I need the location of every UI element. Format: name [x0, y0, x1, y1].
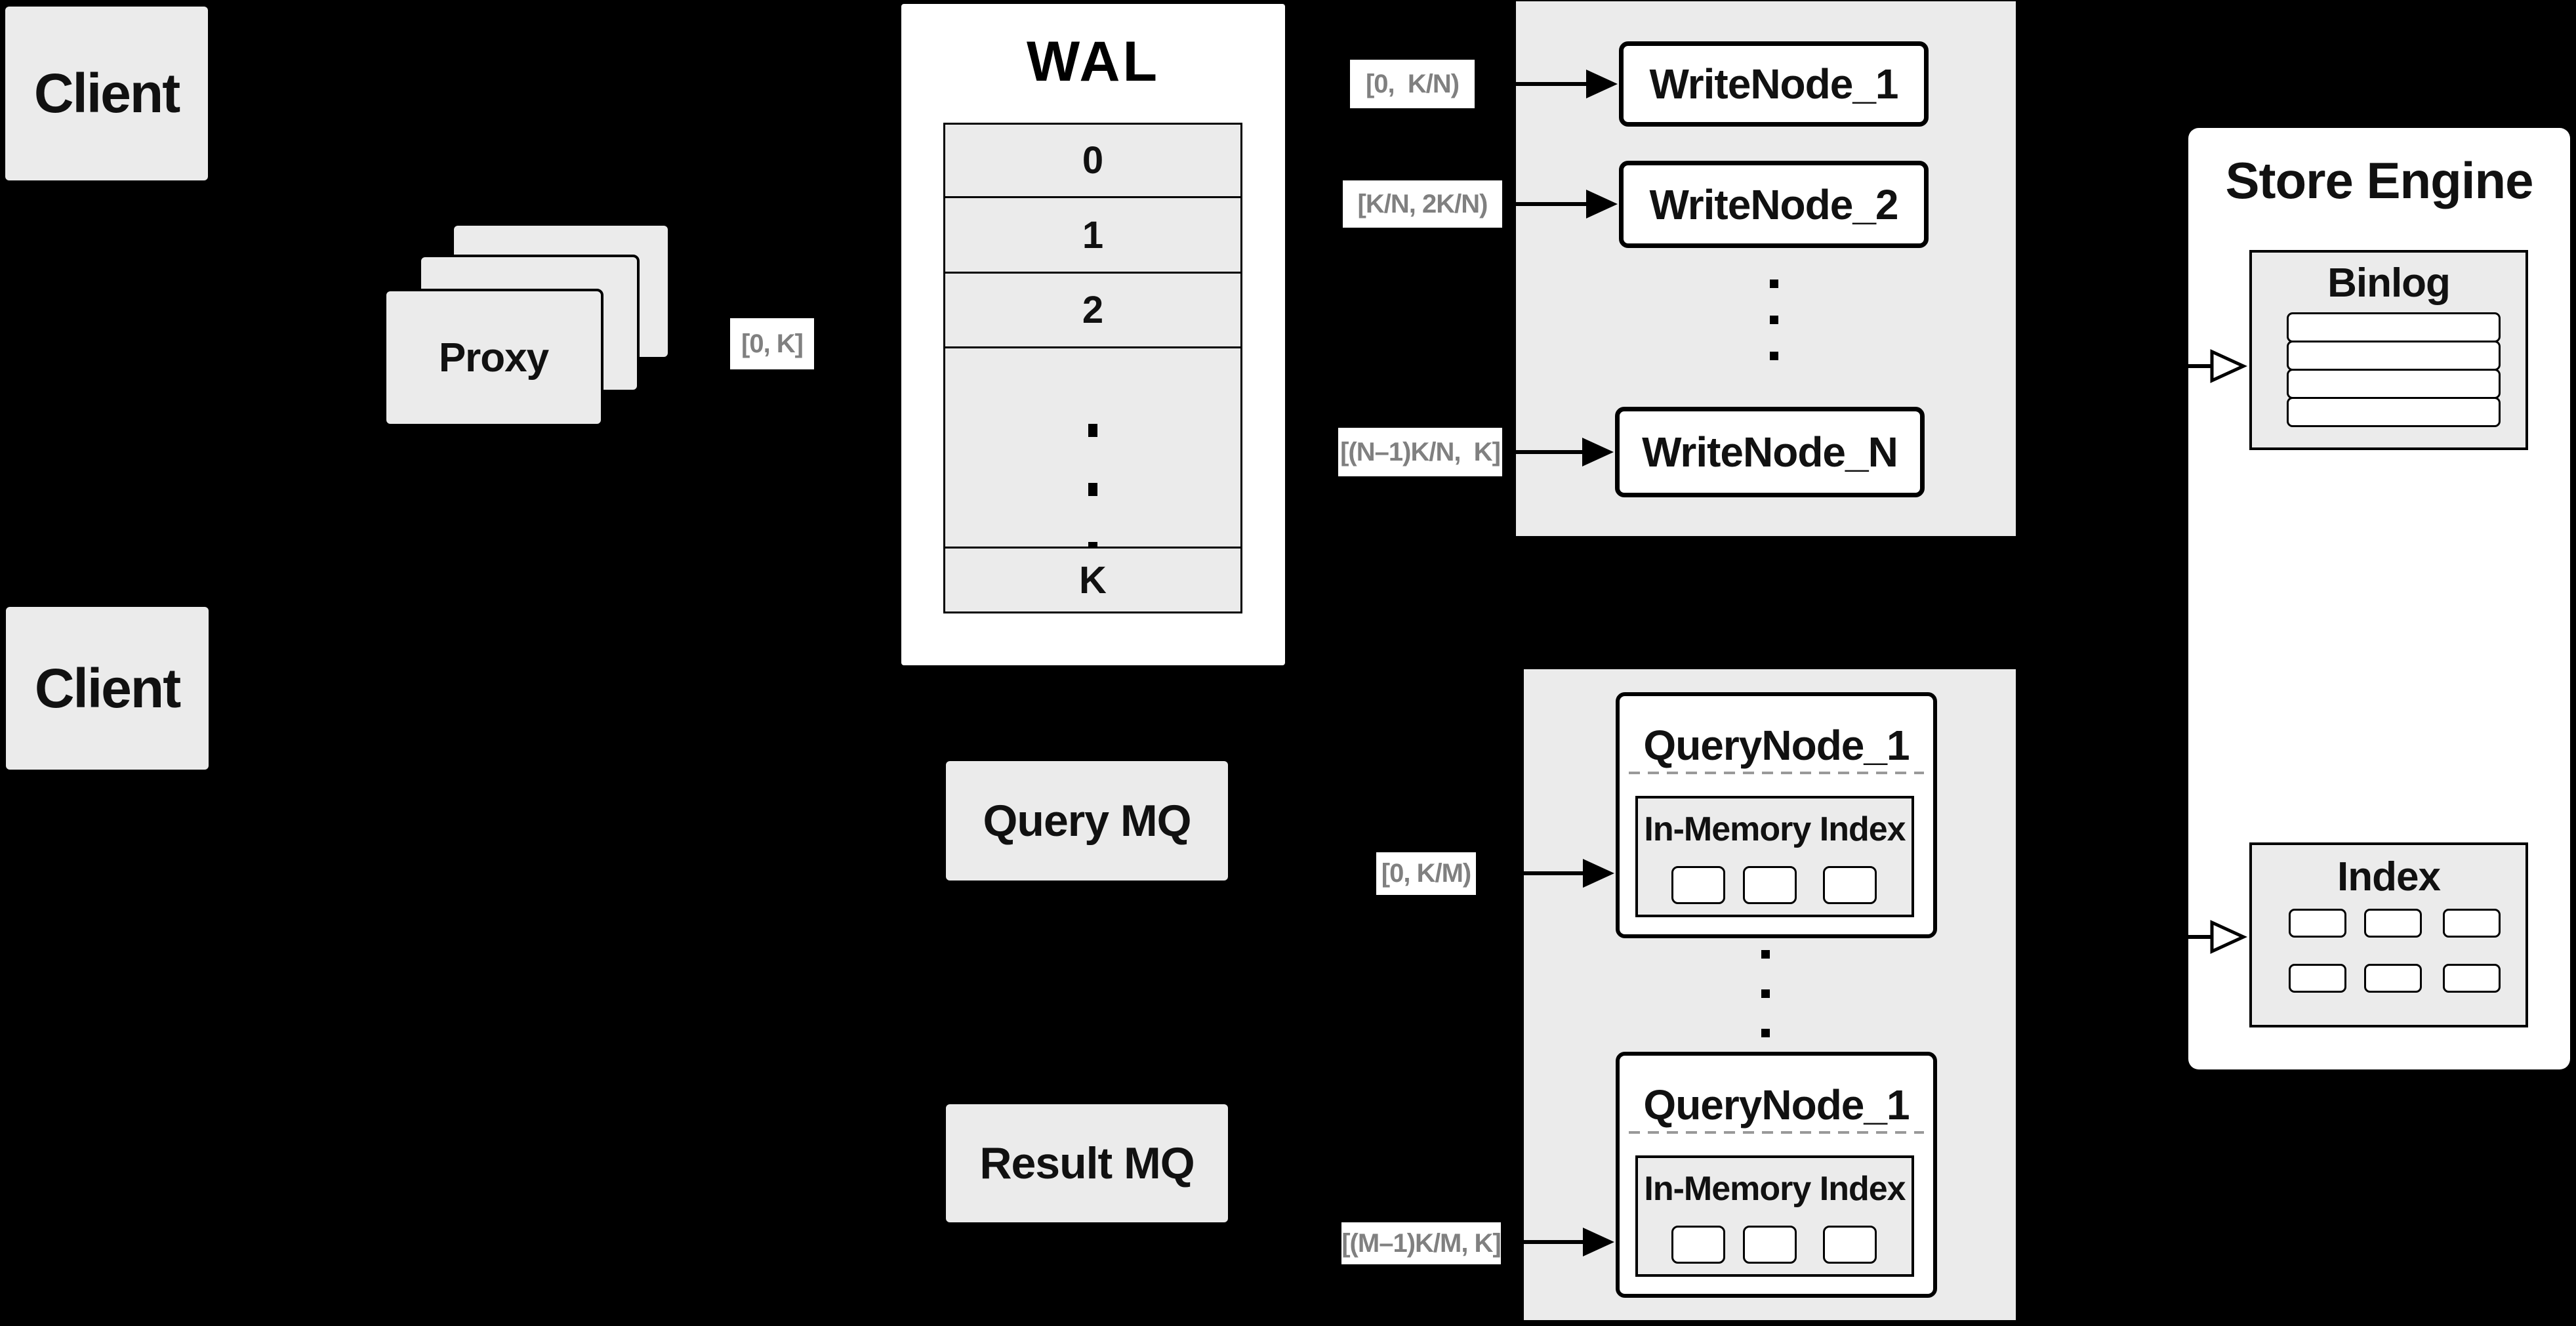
- ellipsis-dot: [1770, 352, 1778, 360]
- arrowhead-icon: [1586, 190, 1618, 218]
- in-memory-index-box: In-Memory Index: [1635, 1155, 1914, 1277]
- write-node-2-label: WriteNode_2: [1649, 180, 1898, 228]
- index-segment: [1823, 866, 1877, 904]
- store-engine-box: Store Engine Binlog Index: [2188, 128, 2570, 1069]
- client-box-bottom: Client: [6, 607, 209, 770]
- ellipsis-dot: [1770, 280, 1778, 288]
- write-node-n-label: WriteNode_N: [1642, 428, 1898, 476]
- binlog-rows: [2287, 312, 2501, 427]
- index-segment: [1823, 1226, 1877, 1264]
- wal-box: WAL 0 1 2 K: [901, 4, 1285, 665]
- range-label-write-1: [0, K/N): [1350, 60, 1475, 108]
- range-label-query-m: [(M–1)K/M, K]: [1341, 1222, 1502, 1264]
- result-mq-label: Result MQ: [979, 1138, 1195, 1188]
- index-block: [2289, 964, 2346, 993]
- client-label: Client: [34, 657, 181, 719]
- query-node-bottom-title: QueryNode_1: [1643, 1081, 1910, 1129]
- index-segment: [1743, 1226, 1797, 1264]
- index-block: [2289, 909, 2346, 938]
- binlog-box: Binlog: [2249, 250, 2528, 450]
- wal-row-2: 2: [943, 272, 1242, 348]
- wal-row-k: K: [943, 547, 1242, 613]
- in-memory-index-title: In-Memory Index: [1644, 810, 1906, 848]
- proxy-label: Proxy: [438, 335, 549, 381]
- result-mq-box: Result MQ: [946, 1104, 1228, 1222]
- range-label-query-1: [0, K/M): [1376, 852, 1476, 895]
- wal-table: 0 1 2 K: [943, 123, 1242, 613]
- proxy-box: Proxy: [384, 289, 603, 426]
- index-segment: [1671, 1226, 1725, 1264]
- write-node-n: WriteNode_N: [1615, 407, 1925, 497]
- range-label-write-2: [K/N, 2K/N): [1343, 180, 1502, 228]
- in-memory-index-box: In-Memory Index: [1635, 796, 1914, 917]
- write-node-2: WriteNode_2: [1619, 161, 1929, 248]
- range-label-write-n: [(N–1)K/N, K]: [1338, 428, 1502, 476]
- client-label: Client: [33, 62, 180, 124]
- index-block: [2364, 964, 2422, 993]
- arrowhead-icon: [1582, 438, 1614, 466]
- index-segment: [1671, 866, 1725, 904]
- hollow-arrowhead-icon: [2210, 920, 2248, 954]
- query-mq-label: Query MQ: [983, 796, 1192, 846]
- ellipsis-dot: [1761, 989, 1770, 998]
- wal-row-1: 1: [943, 196, 1242, 274]
- in-memory-index-title: In-Memory Index: [1644, 1170, 1906, 1208]
- binlog-row: [2287, 397, 2501, 427]
- ellipsis-dot: [1770, 316, 1778, 324]
- ellipsis-dot: [1761, 1029, 1770, 1037]
- index-block: [2364, 909, 2422, 938]
- index-box: Index: [2249, 842, 2528, 1027]
- arrowhead-icon: [1583, 859, 1614, 888]
- ellipsis-dot: [1088, 483, 1097, 496]
- hollow-arrowhead-icon: [2210, 349, 2248, 383]
- index-title: Index: [2337, 854, 2441, 900]
- wal-row-ellipsis: [943, 346, 1242, 555]
- arrowhead-icon: [1583, 1228, 1614, 1256]
- index-block: [2443, 964, 2501, 993]
- write-node-1: WriteNode_1: [1619, 41, 1929, 127]
- query-node-bottom: QueryNode_1 In-Memory Index: [1616, 1052, 1937, 1298]
- query-mq-box: Query MQ: [946, 761, 1228, 881]
- range-label-0-k: [0, K]: [730, 318, 814, 369]
- ellipsis-dot: [1088, 424, 1097, 437]
- wal-title: WAL: [1026, 30, 1160, 93]
- write-node-1-label: WriteNode_1: [1649, 60, 1898, 108]
- binlog-title: Binlog: [2327, 260, 2451, 306]
- ellipsis-dot: [1761, 950, 1770, 959]
- arrowhead-icon: [1586, 70, 1618, 98]
- client-box-top: Client: [5, 7, 208, 180]
- query-node-top: QueryNode_1 In-Memory Index: [1616, 692, 1937, 938]
- binlog-row: [2287, 341, 2501, 371]
- query-node-top-title: QueryNode_1: [1643, 722, 1910, 769]
- index-segment: [1743, 866, 1797, 904]
- store-engine-title: Store Engine: [2225, 151, 2533, 209]
- index-block: [2443, 909, 2501, 938]
